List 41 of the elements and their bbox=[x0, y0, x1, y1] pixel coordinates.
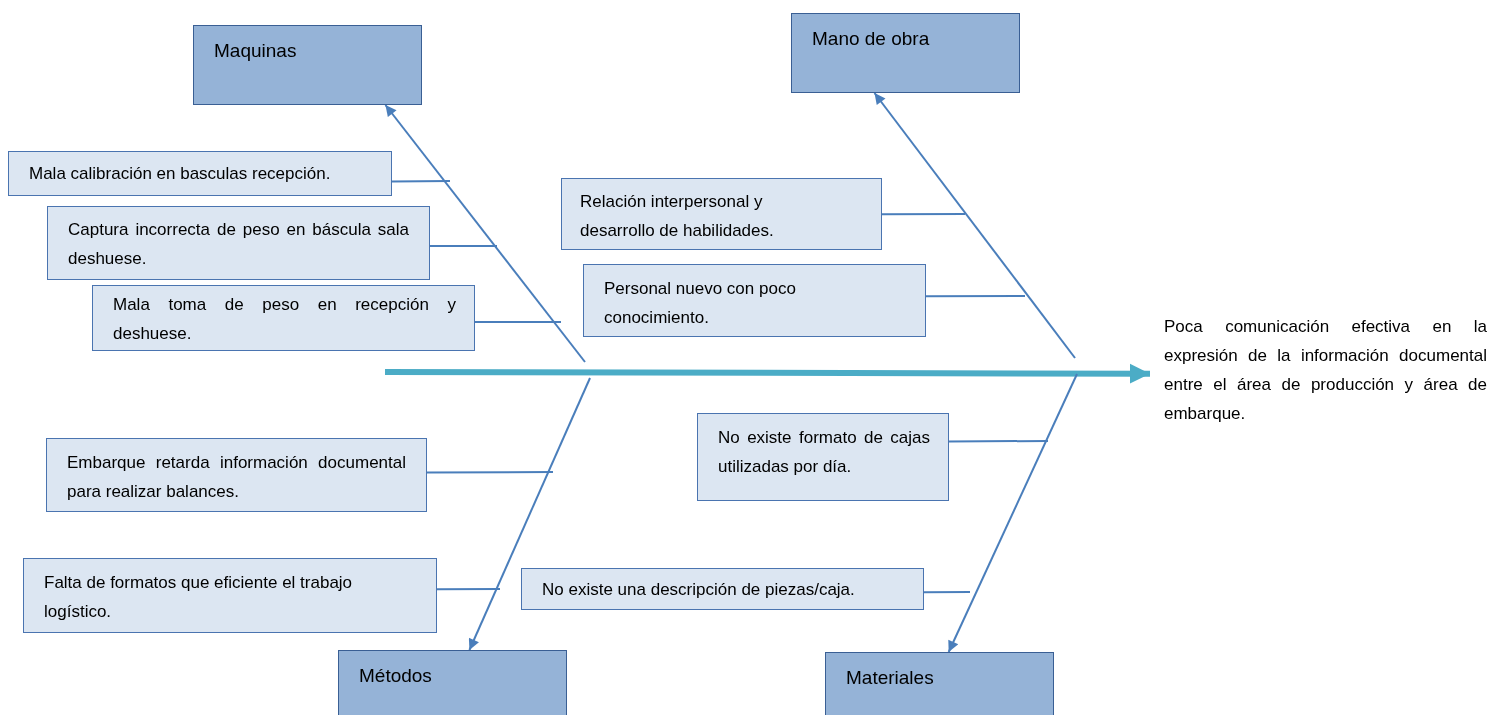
cause-text: No existe una descripción de piezas/caja. bbox=[542, 579, 856, 601]
effect-statement: Poca comunicación efectiva en la expresión de la información documental entre el área de producción y área de embarque. bbox=[1164, 316, 1487, 425]
cause-text: Mala toma de peso en recepción y deshuese. bbox=[113, 294, 456, 345]
cause-text: Relación interpersonal y desarrollo de habilidades. bbox=[580, 191, 775, 242]
cause-box bbox=[561, 178, 882, 250]
branch-line bbox=[881, 213, 966, 216]
category-label: Métodos bbox=[359, 665, 433, 687]
cause-box bbox=[583, 264, 926, 337]
bone-arrow bbox=[947, 373, 1078, 653]
category-box bbox=[193, 25, 422, 105]
category-box bbox=[338, 650, 567, 715]
cause-text: Personal nuevo con poco conocimiento. bbox=[604, 278, 797, 329]
category-label: Maquinas bbox=[214, 40, 298, 62]
cause-box bbox=[46, 438, 427, 512]
branch-line bbox=[429, 245, 498, 247]
branch-line bbox=[923, 591, 971, 594]
cause-box bbox=[23, 558, 437, 633]
cause-box bbox=[697, 413, 949, 501]
cause-text: Embarque retarda información documental para realizar balances. bbox=[67, 452, 406, 503]
cause-text: No existe formato de cajas utilizadas por día. bbox=[718, 427, 930, 478]
branch-line bbox=[426, 471, 554, 474]
bone-arrow bbox=[873, 92, 1076, 359]
bone-arrow bbox=[384, 104, 586, 363]
category-box bbox=[791, 13, 1020, 93]
cause-box bbox=[47, 206, 430, 280]
category-label: Mano de obra bbox=[812, 28, 931, 50]
cause-box bbox=[521, 568, 924, 610]
cause-box bbox=[8, 151, 392, 196]
cause-text: Falta de formatos que eficiente el trabajo logístico. bbox=[44, 572, 354, 623]
category-label: Materiales bbox=[846, 667, 935, 689]
branch-line bbox=[436, 588, 501, 591]
main-spine-arrow bbox=[385, 363, 1150, 384]
bone-arrow bbox=[468, 377, 591, 651]
cause-text: Captura incorrecta de peso en báscula sala deshuese. bbox=[68, 219, 409, 270]
cause-text: Mala calibración en basculas recepción. bbox=[29, 163, 332, 185]
branch-line bbox=[391, 180, 451, 183]
branch-line bbox=[925, 295, 1026, 298]
branch-line bbox=[948, 440, 1049, 443]
branch-line bbox=[474, 321, 562, 323]
category-box bbox=[825, 652, 1054, 715]
cause-box bbox=[92, 285, 475, 351]
